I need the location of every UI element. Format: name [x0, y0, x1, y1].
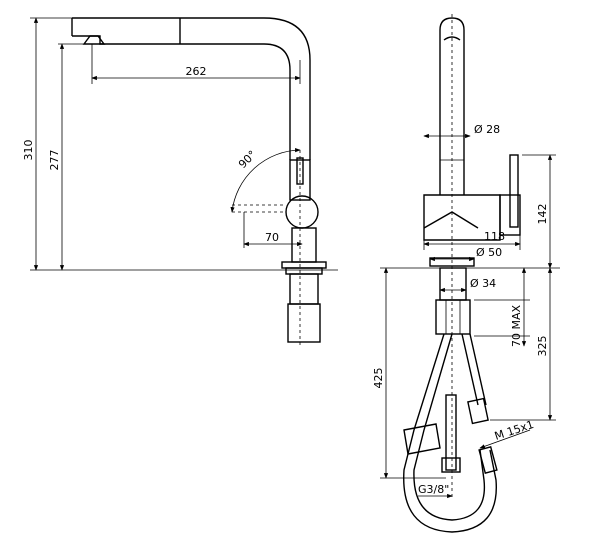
- base-ring: [281, 261, 327, 269]
- dim-262-label: 262: [186, 65, 207, 78]
- dim-118-label: 118: [484, 230, 505, 243]
- front-body: [423, 194, 501, 241]
- supply-line-cold: [445, 394, 457, 471]
- dim-50-label: Ø 50: [476, 246, 502, 259]
- supply-line-hot-1: [461, 333, 479, 406]
- dim-70-label: 70: [265, 231, 279, 244]
- dim-34-label: Ø 34: [470, 277, 496, 290]
- front-view: Ø 28 142 118 Ø 50 Ø 34 70 MAX 325 425 M …: [372, 14, 560, 533]
- spout-top-detail: [443, 36, 461, 41]
- hose-outer: [403, 333, 497, 533]
- m15-leader: [479, 429, 531, 449]
- dim-g38-label: G3/8": [418, 483, 449, 496]
- front-shank: [439, 267, 467, 301]
- dim-425-label: 425: [372, 368, 385, 389]
- body-lower: [291, 227, 317, 263]
- shank-upper: [289, 273, 319, 305]
- hose-weight: [403, 423, 441, 455]
- front-body-v: [423, 211, 479, 229]
- fitting-g38: [441, 457, 461, 473]
- angle-arc: [230, 148, 301, 213]
- dim-325-label: 325: [536, 336, 549, 357]
- shank-nut: [287, 303, 321, 343]
- dim-28-label: Ø 28: [474, 123, 500, 136]
- spout-arm-inner: [180, 43, 291, 160]
- fitting-m15: [467, 397, 489, 425]
- lever-rotation-lines: [232, 204, 286, 213]
- base-ring-2: [285, 267, 323, 275]
- dim-277-label: 277: [48, 150, 61, 171]
- supply-line-hot-2: [469, 333, 487, 406]
- spout-column-right: [439, 17, 465, 195]
- front-nut: [435, 299, 471, 335]
- handle-circle: [285, 195, 319, 229]
- side-view: 310 277 262 90° 70: [22, 17, 338, 345]
- dim-310-label: 310: [22, 140, 35, 161]
- dim-142-label: 142: [536, 204, 549, 225]
- front-lever: [509, 154, 519, 228]
- spout-arm-left: [71, 17, 181, 45]
- spout-arm-outer: [180, 17, 311, 160]
- hose-connector: [478, 445, 498, 475]
- hose-inner: [413, 333, 486, 521]
- aerator-tip: [82, 35, 106, 45]
- dim-m15-label: M 15x1: [493, 418, 536, 443]
- dim-70max-label: 70 MAX: [510, 305, 523, 348]
